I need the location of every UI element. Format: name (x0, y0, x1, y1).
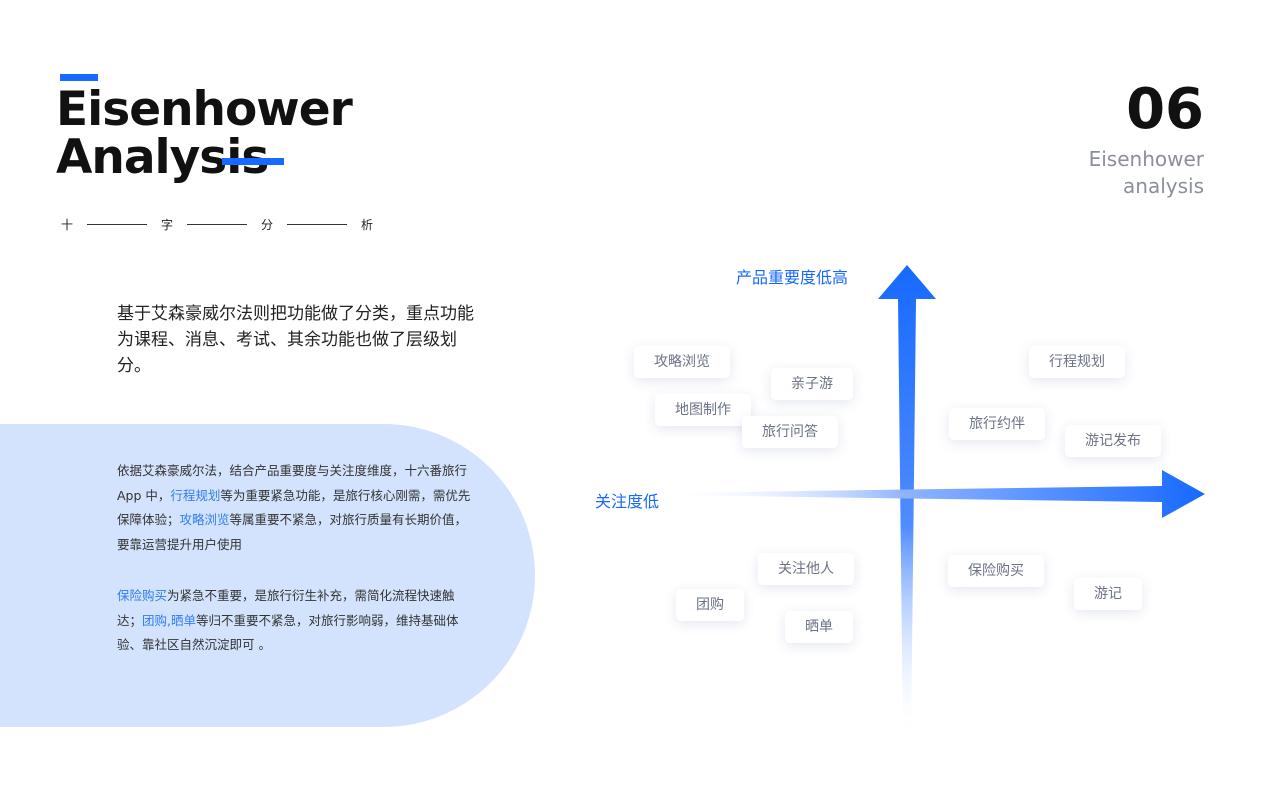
description-text: 等为重要紧急功能，是旅行核心刚需，需优先保障体验； (117, 487, 471, 528)
intro-text: 基于艾森豪威尔法则把功能做了分类，重点功能为课程、消息、考试、其余功能也做了层级… (117, 304, 474, 376)
chip-travelogue: 游记 (1074, 578, 1142, 610)
page-caption-line2: analysis (1123, 174, 1204, 198)
description-text: 为紧急不重要，是旅行衍生补充，需简化流程快速触达； (117, 588, 455, 628)
chip-follow-others: 关注他人 (758, 553, 854, 585)
highlight-itinerary: 行程规划 (170, 487, 221, 503)
description-text: 依据艾森豪威尔法，结合产品重要度与关注度维度，十六番旅行 App 中， (117, 463, 468, 503)
subtitle-dash (87, 224, 147, 225)
title-accent-top (60, 74, 98, 81)
chip-insurance-purchase: 保险购买 (948, 555, 1044, 587)
subtitle-char: 分 (261, 218, 274, 232)
y-axis-label: 产品重要度低高 (736, 268, 849, 287)
chip-family-trip: 亲子游 (771, 368, 853, 400)
highlight-guide: 攻略浏览 (179, 512, 230, 527)
chip-guide-browse: 攻略浏览 (634, 346, 730, 378)
page-caption-line1: Eisenhower (1088, 147, 1204, 171)
description-text: 等属重要不紧急，对旅行质量有长期价值，要靠运营提升用户使用 (117, 512, 468, 552)
title-accent-bar (222, 158, 284, 165)
highlight-separator: , (167, 612, 172, 628)
description-text: 等归不重要不紧急，对旅行影响弱，维持基础体验、靠社区自然沉淀即可 。 (117, 612, 459, 653)
subtitle-char: 析 (361, 218, 374, 232)
page-title-line2: Analysis (56, 130, 269, 185)
chip-travelogue-publish: 游记发布 (1065, 425, 1161, 457)
subtitle-char: 字 (161, 218, 174, 232)
page-number: 06 (1126, 77, 1204, 142)
vertical-axis-arrow (878, 265, 936, 740)
description-paragraph-1: 依据艾森豪威尔法，结合产品重要度与关注度维度，十六番旅行 App 中，行程规划等… (117, 459, 477, 557)
description-paragraph-2: 保险购买为紧急不重要，是旅行衍生补充，需简化流程快速触达；团购,晒单等归不重要不… (117, 584, 477, 658)
subtitle-dash (287, 224, 347, 225)
page-caption: Eisenhower analysis (1004, 146, 1204, 200)
highlight-share: 晒单 (171, 612, 197, 628)
chip-map-making: 地图制作 (655, 394, 751, 426)
horizontal-axis-arrow (660, 470, 1205, 518)
description-background (0, 424, 535, 727)
chip-travel-buddy: 旅行约伴 (949, 408, 1045, 440)
highlight-insurance: 保险购买 (117, 588, 168, 603)
chip-share-order: 晒单 (785, 611, 853, 643)
chip-group-buy: 团购 (676, 589, 744, 621)
page-title-line1: Eisenhower (56, 82, 353, 137)
subtitle-char: 十 (61, 218, 74, 232)
subtitle-row: 十 字 分 析 (61, 216, 373, 233)
chip-travel-qa: 旅行问答 (742, 416, 838, 448)
chip-itinerary-planning: 行程规划 (1029, 346, 1125, 378)
subtitle-dash (187, 224, 247, 225)
x-axis-label: 关注度低 (595, 492, 660, 511)
highlight-group-buy: 团购 (142, 612, 168, 628)
